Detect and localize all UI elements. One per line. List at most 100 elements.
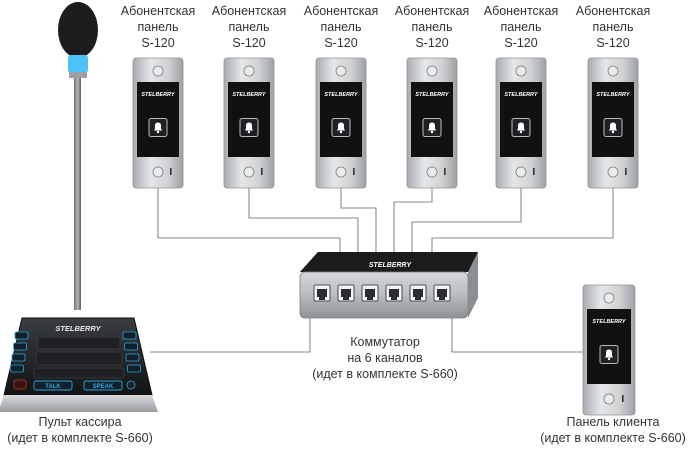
panel-label-model: S-120 — [324, 36, 358, 50]
screw-icon — [603, 393, 615, 405]
wire-client — [451, 318, 583, 353]
channel-button-right[interactable] — [122, 331, 137, 340]
client-panel-label: Панель клиента (идет в комплекте S-660) — [536, 414, 690, 446]
switch-label-line2: на 6 каналов — [347, 351, 423, 365]
panel-label-model: S-120 — [415, 36, 449, 50]
console-label-line2: (идет в комплекте S-660) — [7, 431, 153, 445]
panel-label-title-line2: панель — [228, 20, 270, 34]
client-label-line1: Панель клиента — [566, 415, 660, 429]
rj-port — [313, 284, 331, 302]
rj-port — [409, 284, 427, 302]
panel-logo: STELBERRY — [596, 92, 631, 98]
console-logo: STELBERRY — [55, 324, 101, 333]
wire-panel-5 — [411, 188, 522, 258]
mic-light-ring — [68, 55, 88, 73]
switch-ports — [313, 284, 451, 302]
subscriber-panels: STELBERRY STELBERRY STELBERRY STELBERRY STEL… — [132, 57, 639, 189]
wire-console — [150, 318, 311, 353]
screw-icon — [515, 65, 527, 77]
screw-icon — [515, 166, 527, 178]
bell-icon — [517, 122, 525, 134]
indicator-led — [533, 168, 535, 175]
channel-button-left[interactable] — [10, 364, 24, 373]
client-panel: STELBERRY — [582, 284, 636, 416]
panel-label-model: S-120 — [141, 36, 175, 50]
panel-logo: STELBERRY — [415, 92, 450, 98]
console-round-button[interactable] — [126, 380, 136, 390]
indicator-led — [170, 168, 172, 175]
indicator-led — [353, 168, 355, 175]
panel-label-title-line2: панель — [592, 20, 634, 34]
screw-icon — [243, 166, 255, 178]
mic-gooseneck — [74, 78, 81, 310]
client-panel-device: STELBERRY — [582, 284, 636, 416]
client-label-line2: (идет в комплекте S-660) — [540, 431, 686, 445]
channel-button-left[interactable] — [13, 342, 27, 351]
bell-icon — [245, 122, 253, 134]
subscriber-panel: STELBERRY — [223, 57, 275, 189]
screw-icon — [426, 65, 438, 77]
channel-button-right[interactable] — [127, 364, 141, 373]
mic-head — [58, 2, 98, 58]
channel-button-right[interactable] — [124, 342, 138, 351]
channel-button-left[interactable] — [11, 353, 26, 362]
panel-label-title-line1: Абонентская — [394, 4, 470, 18]
bell-icon — [605, 349, 613, 361]
bell-icon — [428, 122, 436, 134]
bell-icon — [609, 122, 617, 134]
subscriber-panel: STELBERRY — [495, 57, 547, 189]
console-label-line1: Пульт кассира — [38, 415, 122, 429]
panel-label-model: S-120 — [504, 36, 538, 50]
subscriber-panel: STELBERRY — [132, 57, 184, 189]
panel-logo: STELBERRY — [592, 319, 627, 325]
panel-label-title-line2: панель — [411, 20, 453, 34]
screw-icon — [243, 65, 255, 77]
panel-label-title-line2: панель — [320, 20, 362, 34]
screw-icon — [152, 166, 164, 178]
switch-label-line1: Коммутатор — [350, 335, 420, 349]
panel-logo: STELBERRY — [504, 92, 539, 98]
panel-logo: STELBERRY — [324, 92, 359, 98]
speak-button[interactable] — [83, 380, 123, 391]
bell-icon — [154, 122, 162, 134]
wire-panel-1 — [157, 188, 341, 258]
switch-label: Коммутатор на 6 каналов (идет в комплект… — [300, 334, 470, 382]
panel-label-title-line1: Абонентская — [483, 4, 559, 18]
panel-logo: STELBERRY — [232, 92, 267, 98]
panel-label-model: S-120 — [232, 36, 266, 50]
wire-panel-4 — [393, 188, 433, 258]
channel-button-right[interactable] — [125, 353, 140, 362]
talk-button[interactable] — [33, 380, 73, 391]
wire-panel-3 — [340, 188, 377, 258]
panel-label-title-line2: панель — [500, 20, 542, 34]
bell-icon — [337, 122, 345, 134]
indicator-led — [261, 168, 263, 175]
screw-icon — [603, 292, 615, 304]
indicator-led — [444, 168, 446, 175]
rj-port — [361, 284, 379, 302]
panel-logo: STELBERRY — [141, 92, 176, 98]
screw-icon — [607, 65, 619, 77]
panel-label-title-line1: Абонентская — [120, 4, 196, 18]
console-red-button[interactable] — [13, 379, 27, 390]
console-label: Пульт кассира (идет в комплекте S-660) — [0, 414, 160, 446]
panel-label-title-line1: Абонентская — [303, 4, 379, 18]
talk-label: TALK — [45, 384, 61, 390]
screw-icon — [335, 65, 347, 77]
screw-icon — [426, 166, 438, 178]
speak-label: SPEAK — [93, 384, 114, 390]
indicator-led — [622, 395, 624, 402]
rj-port — [433, 284, 451, 302]
rj-port — [337, 284, 355, 302]
cashier-console: STELBERRY TALK SPEAK — [0, 2, 158, 412]
panel-label-model: S-120 — [596, 36, 630, 50]
panel-label-title-line2: панель — [137, 20, 179, 34]
console-channel-buttons — [10, 331, 141, 373]
screw-icon — [152, 65, 164, 77]
channel-button-left[interactable] — [14, 331, 29, 340]
